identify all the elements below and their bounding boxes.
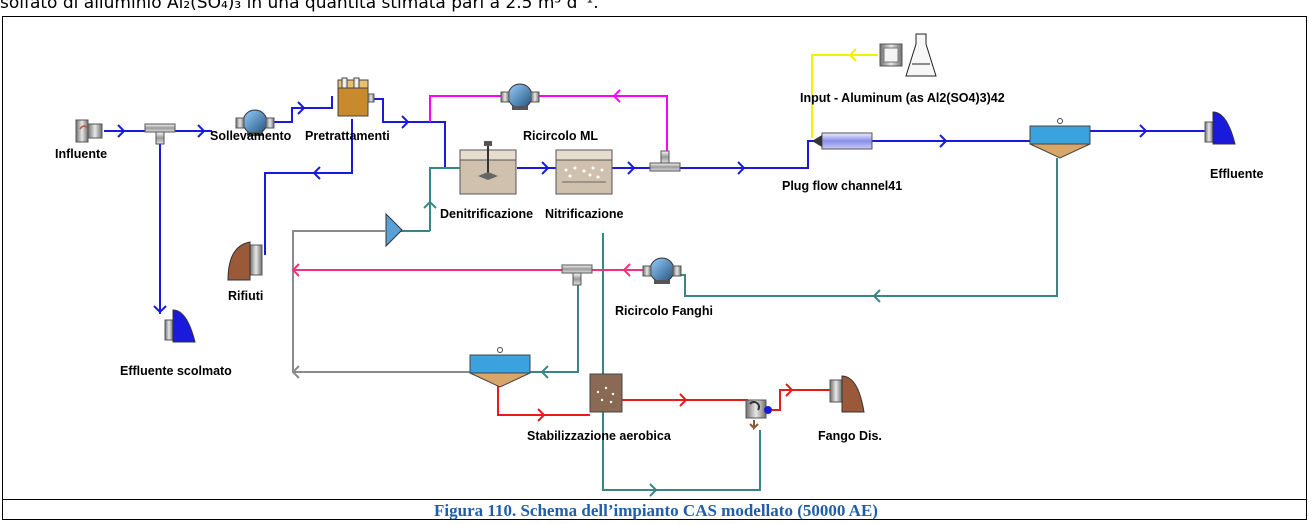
dewatering-unit-icon (745, 399, 772, 431)
nitrification-tank-icon (555, 149, 613, 195)
red-sludge-lines (497, 385, 830, 416)
label-effluente: Effluente (1210, 167, 1264, 181)
clarifier-icon (1029, 118, 1091, 159)
waste-outlet-icon (227, 241, 263, 281)
pretreatment-icon (337, 77, 375, 117)
flow-arrows (117, 48, 1148, 497)
label-nitrificazione: Nitrificazione (545, 207, 624, 221)
grey-lines (292, 230, 470, 373)
effluent-outlet-icon (1204, 111, 1236, 145)
plug-flow-channel-icon (812, 132, 873, 150)
splitter-icon (385, 212, 403, 248)
tee-splitter-icon (561, 264, 593, 286)
label-plug-flow: Plug flow channel41 (782, 179, 902, 193)
label-ricircolo-ml: Ricircolo ML (523, 129, 598, 143)
caption-divider (2, 499, 1307, 500)
label-rifiuti: Rifiuti (228, 289, 263, 303)
label-denitrificazione: Denitrificazione (440, 207, 533, 221)
chemical-dosing-icon (879, 33, 937, 77)
label-input-aluminum: Input - Aluminum (as Al2(SO4)3)42 (800, 91, 1005, 105)
sludge-outlet-icon (829, 375, 865, 413)
process-diagram: Influente Sollevamento Pretrattamenti Ri… (55, 33, 1264, 497)
label-fango-dis: Fango Dis. (818, 429, 882, 443)
effluent-outlet-icon (164, 309, 196, 343)
clarifier-icon (469, 347, 531, 388)
pump-icon (642, 257, 682, 284)
label-sollevamento: Sollevamento (210, 129, 292, 143)
pump-icon (500, 83, 540, 110)
label-pretrattamenti: Pretrattamenti (305, 129, 390, 143)
denitrification-tank-icon (459, 141, 517, 195)
influent-icon (75, 119, 103, 143)
chemical-line (811, 54, 878, 138)
label-influente: Influente (55, 147, 107, 161)
figure-frame (2, 16, 1307, 520)
label-stabilizzazione: Stabilizzazione aerobica (527, 429, 672, 443)
aerobic-digester-icon (589, 373, 623, 413)
pump-icon (235, 109, 275, 136)
tee-splitter-icon (144, 123, 176, 145)
header-text: solfato di alluminio Al₂(SO₄)₃ in una qu… (0, 0, 599, 13)
label-effluente-scolmato: Effluente scolmato (120, 364, 232, 378)
ml-recycle-line (429, 95, 668, 155)
label-ricircolo-fanghi: Ricircolo Fanghi (615, 304, 713, 318)
tee-splitter-icon (649, 150, 681, 172)
figure-caption: Figura 110. Schema dell’impianto CAS mod… (434, 501, 878, 520)
